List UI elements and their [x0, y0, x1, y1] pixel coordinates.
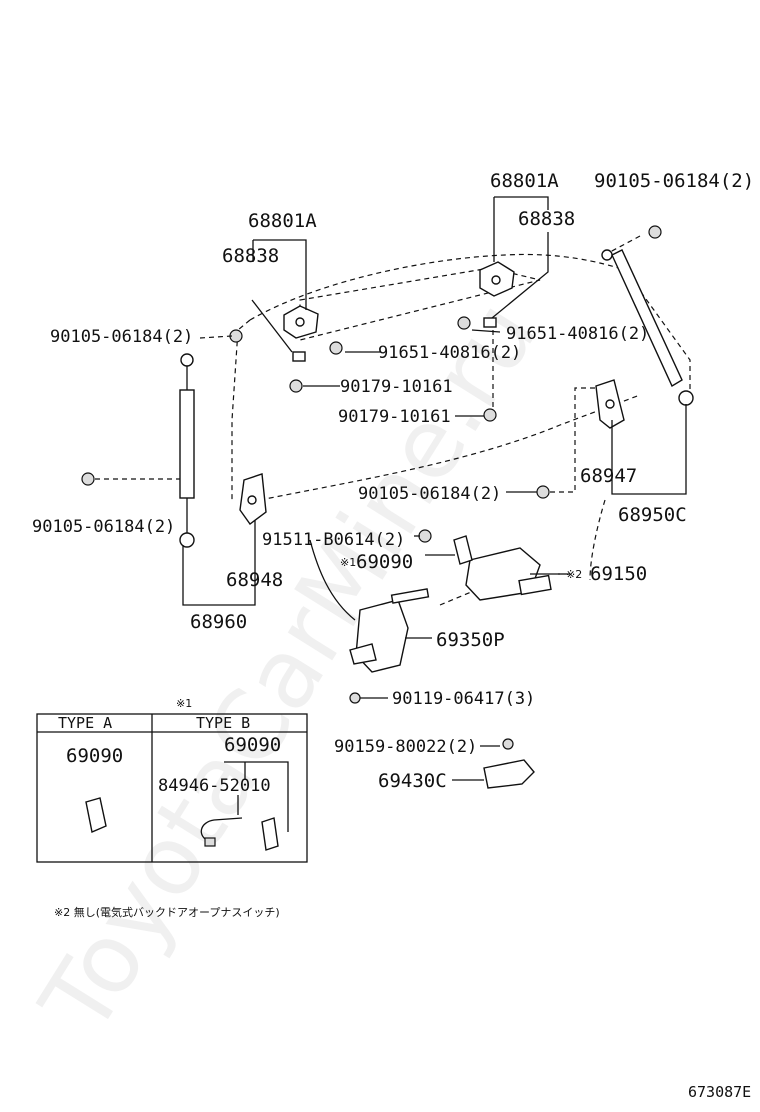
type-a-switch-icon	[85, 797, 107, 833]
callout-90105-top-right: 90105-06184(2)	[594, 170, 754, 192]
type-b-switch-icon	[261, 817, 279, 851]
type-b-sub: 84946-52010	[158, 776, 271, 796]
watermark: ToyotaCarMine.ru	[19, 282, 559, 1053]
bracket-68948	[239, 473, 267, 525]
type-a-part: 69090	[66, 745, 123, 767]
callout-68838-left: 68838	[222, 245, 279, 267]
type-b-header: TYPE B	[196, 714, 250, 732]
callout-68838-right: 68838	[518, 208, 575, 230]
actuator-69150	[465, 547, 560, 601]
callout-68801A-left: 68801A	[248, 210, 317, 232]
callout-68950C: 68950C	[618, 504, 687, 526]
hinge-right	[479, 261, 515, 328]
type-b-part: 69090	[224, 734, 281, 756]
diagram-id: 673087E	[688, 1083, 751, 1101]
callout-90105-left-top: 90105-06184(2)	[50, 327, 193, 347]
callout-90179-b: 90179-10161	[338, 407, 451, 427]
callout-90159: 90159-80022(2)	[334, 737, 477, 757]
callout-90105-center: 90105-06184(2)	[358, 484, 501, 504]
leader-lines	[95, 196, 687, 781]
striker-69430C	[483, 759, 535, 789]
type-table-caption: ※1	[176, 697, 192, 710]
callout-68960: 68960	[190, 611, 247, 633]
callout-69090-mark: ※1	[340, 556, 356, 569]
callout-69430C: 69430C	[378, 770, 447, 792]
callout-68801A-right: 68801A	[490, 170, 559, 192]
callout-90105-left-bottom: 90105-06184(2)	[32, 517, 175, 537]
callout-69150-mark: ※2	[566, 568, 582, 581]
callout-90119: 90119-06417(3)	[392, 689, 535, 709]
bracket-68947	[595, 379, 625, 429]
type-a-header: TYPE A	[58, 714, 112, 732]
type-table: ※1 TYPE A TYPE B 69090 69090 84946-52010	[36, 697, 308, 863]
callout-91651-right: 91651-40816(2)	[506, 324, 649, 344]
hinge-left	[283, 305, 319, 362]
callout-91651-left: 91651-40816(2)	[378, 343, 521, 363]
lock-69350P	[349, 588, 430, 673]
strut-left	[179, 353, 195, 548]
callout-69150: 69150	[590, 563, 647, 585]
switch-69090	[453, 535, 473, 565]
callout-68948: 68948	[226, 569, 283, 591]
callout-68947: 68947	[580, 465, 637, 487]
strut-right	[601, 249, 694, 406]
callout-90179-a: 90179-10161	[340, 377, 453, 397]
callout-69090: 69090	[356, 551, 413, 573]
footnote: ※2 無し(電気式バックドアオープナスイッチ)	[54, 905, 280, 919]
callout-69350P: 69350P	[436, 629, 505, 651]
callout-91511: 91511-B0614(2)	[262, 530, 405, 550]
